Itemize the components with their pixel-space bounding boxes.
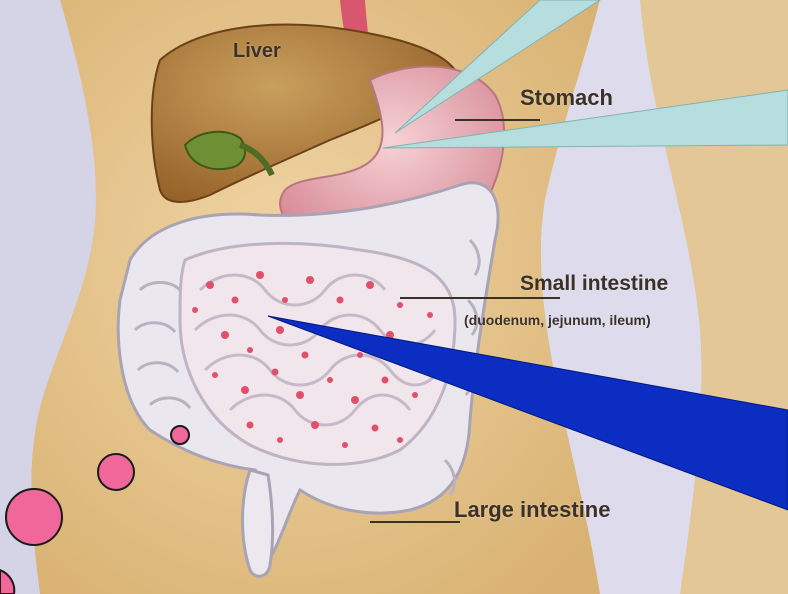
- stomach-label: Stomach: [520, 85, 613, 111]
- bubble-large: [6, 489, 62, 545]
- large-intestine-label: Large intestine: [454, 497, 610, 523]
- small-intestine-label: Small intestine: [520, 272, 668, 296]
- small-intestine-parts-label: (duodenum, jejunum, ileum): [464, 312, 651, 328]
- liver-label: Liver: [233, 40, 281, 63]
- bubble-small: [171, 426, 189, 444]
- rectum: [243, 470, 273, 576]
- bubble-medium: [98, 454, 134, 490]
